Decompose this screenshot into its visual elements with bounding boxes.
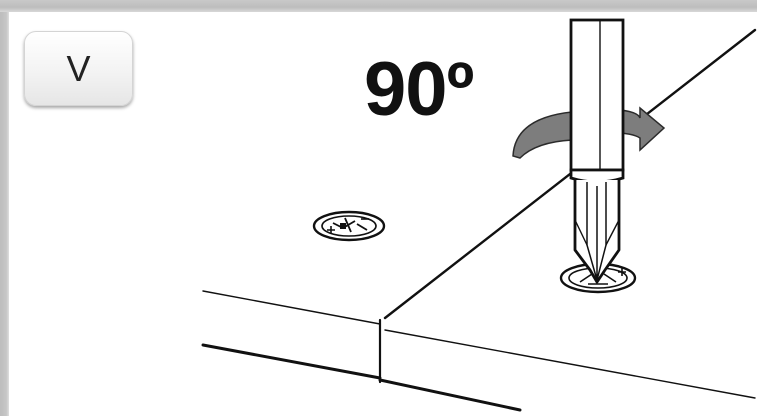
rotation-angle-label: 90º (364, 47, 474, 132)
panel-bottom-edge-right (378, 378, 522, 412)
screwdriver-icon (569, 18, 625, 284)
screwdriver-shaft (569, 18, 625, 172)
frame-left-bar (0, 12, 9, 416)
panel-top-edge-left (202, 290, 381, 325)
screw-icon (312, 210, 386, 242)
frame-top-bar (0, 0, 757, 12)
panel-bottom-edge-left (201, 343, 382, 380)
step-label: V (66, 47, 91, 89)
step-badge: V (24, 31, 133, 106)
panel-top-edge-right (384, 329, 756, 399)
